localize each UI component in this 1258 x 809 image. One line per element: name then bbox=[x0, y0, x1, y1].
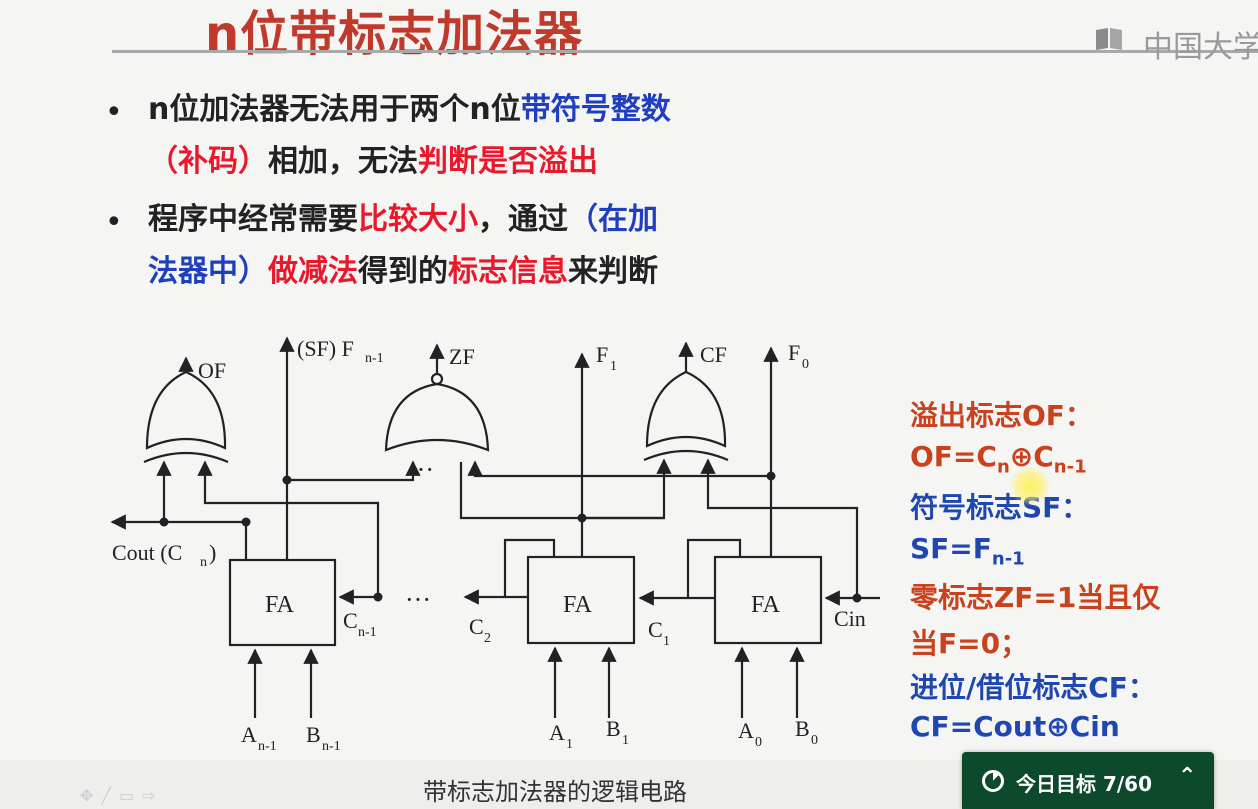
note-text: SF=F bbox=[910, 532, 992, 565]
label-bn-1: B bbox=[306, 722, 321, 747]
label-a0: A bbox=[738, 718, 754, 743]
bullet-dot: • bbox=[105, 95, 123, 130]
progress-ring-icon bbox=[982, 770, 1004, 792]
note-zf-line-1: 零标志ZF=1当且仅 bbox=[910, 576, 1160, 616]
note-text: 零标志ZF=1当且仅 bbox=[910, 581, 1161, 614]
adder-circuit-diagram: ··· ··· OF (SF) F n-1 ZF F 1 CF F 0 Cout… bbox=[110, 336, 880, 754]
daily-goal-widget[interactable]: 今日目标 7/60 ⌃ bbox=[962, 752, 1214, 809]
label-a0-sub: 0 bbox=[755, 735, 762, 750]
fa-box-n-1 bbox=[228, 558, 337, 647]
title-divider bbox=[112, 50, 1258, 53]
bullet-text-segment: 判断是否溢出 bbox=[418, 144, 598, 179]
label-zf: ZF bbox=[449, 344, 475, 369]
note-subscript: n bbox=[996, 456, 1010, 478]
label-sf-sub: n-1 bbox=[365, 351, 384, 366]
label-an-1-sub: n-1 bbox=[258, 739, 277, 754]
note-zf-line-2: 当F=0； bbox=[910, 622, 1028, 662]
bullet-text-segment: 程序中经常需要 bbox=[148, 202, 358, 237]
zf-input-ellipsis: ··· bbox=[408, 455, 434, 484]
label-b1-sub: 1 bbox=[622, 733, 629, 748]
label-f0: F bbox=[788, 340, 800, 365]
bullet-1-line-1: n位加法器无法用于两个n位带符号整数 bbox=[148, 82, 671, 138]
note-text: 进位/借位标志CF： bbox=[910, 671, 1156, 704]
carry-ellipsis: ··· bbox=[405, 585, 431, 614]
label-cf: CF bbox=[700, 342, 727, 367]
note-cf-formula: CF=Cout⊕Cin bbox=[910, 710, 1120, 743]
label-c1-sub: 1 bbox=[663, 634, 670, 649]
note-subscript: n-1 bbox=[991, 548, 1025, 570]
label-c2: C bbox=[469, 614, 484, 639]
fa-label-n-1: FA bbox=[265, 592, 295, 618]
pointer-highlight bbox=[1010, 466, 1050, 506]
label-an-1: A bbox=[241, 722, 257, 747]
label-cn-1-sub: n-1 bbox=[358, 625, 377, 640]
fa-label-0: FA bbox=[751, 592, 781, 618]
bullet-text-segment: 做减法 bbox=[268, 254, 358, 289]
label-bn-1-sub: n-1 bbox=[322, 739, 341, 754]
note-sf-title: 符号标志SF： bbox=[910, 486, 1089, 526]
note-text: OF=C bbox=[910, 440, 997, 473]
bullet-1-line-2: （补码）相加，无法判断是否溢出 bbox=[148, 134, 598, 190]
label-f0-sub: 0 bbox=[802, 357, 809, 372]
note-text: 当F=0； bbox=[910, 627, 1029, 660]
bullet-dot: • bbox=[105, 205, 123, 240]
slide-title: n位带标志加法器 bbox=[205, 6, 584, 62]
label-b1: B bbox=[606, 716, 621, 741]
label-of: OF bbox=[198, 358, 226, 383]
bullet-2-line-2: 法器中）做减法得到的标志信息来判断 bbox=[148, 244, 658, 300]
note-text: 溢出标志OF： bbox=[910, 399, 1093, 432]
label-sf: (SF) F bbox=[297, 336, 354, 361]
note-subscript: n-1 bbox=[1053, 456, 1087, 478]
label-a1-sub: 1 bbox=[566, 737, 573, 752]
label-c2-sub: 2 bbox=[484, 631, 491, 646]
icourse-logo-icon bbox=[1096, 28, 1122, 50]
bullet-text-segment: ，通过 bbox=[478, 202, 568, 237]
watermark-text: 中国大学 bbox=[1143, 30, 1258, 65]
note-of-title: 溢出标志OF： bbox=[910, 394, 1093, 434]
daily-goal-label: 今日目标 7/60 bbox=[1016, 772, 1153, 796]
bullet-text-segment: 带符号整数 bbox=[520, 92, 671, 127]
label-b0: B bbox=[795, 716, 810, 741]
fa-label-1: FA bbox=[563, 592, 593, 618]
slide-caption: 带标志加法器的逻辑电路 bbox=[423, 778, 687, 806]
label-cout-sub: n bbox=[200, 555, 207, 570]
note-text: CF=Cout⊕Cin bbox=[910, 710, 1120, 743]
note-text: 符号标志SF： bbox=[910, 491, 1090, 524]
bullet-text-segment: n位加法器无法用于两个n位 bbox=[148, 92, 521, 127]
label-cout: Cout (C bbox=[112, 540, 182, 565]
bullet-text-segment: 标志信息 bbox=[448, 254, 568, 289]
fa-box-0 bbox=[713, 555, 823, 645]
bullet-text-segment: 法器中） bbox=[148, 254, 268, 289]
player-tools[interactable]: ✥╱▭⇨ bbox=[80, 786, 164, 805]
bullet-2-line-1: 程序中经常需要比较大小，通过（在加 bbox=[148, 192, 658, 248]
chevron-up-icon[interactable]: ⌃ bbox=[1178, 764, 1197, 789]
label-a1: A bbox=[549, 720, 565, 745]
label-cin: Cin bbox=[834, 606, 866, 631]
bullet-text-segment: 得到的 bbox=[358, 254, 448, 289]
label-b0-sub: 0 bbox=[811, 733, 818, 748]
label-cout-end: ) bbox=[209, 540, 216, 565]
note-of-formula: OF=Cn⊕Cn-1 bbox=[910, 440, 1087, 478]
bullet-text-segment: 来判断 bbox=[568, 254, 658, 289]
label-f1-sub: 1 bbox=[610, 359, 617, 374]
bullet-text-segment: （在加 bbox=[568, 202, 658, 237]
label-f1: F bbox=[596, 342, 608, 367]
note-sf-formula: SF=Fn-1 bbox=[910, 532, 1025, 570]
bullet-text-segment: （补码） bbox=[148, 144, 268, 179]
note-cf-title: 进位/借位标志CF： bbox=[910, 666, 1156, 706]
bullet-text-segment: 比较大小 bbox=[358, 202, 478, 237]
label-c1: C bbox=[648, 617, 663, 642]
label-cn-1: C bbox=[343, 608, 358, 633]
bullet-text-segment: 相加，无法 bbox=[268, 144, 418, 179]
